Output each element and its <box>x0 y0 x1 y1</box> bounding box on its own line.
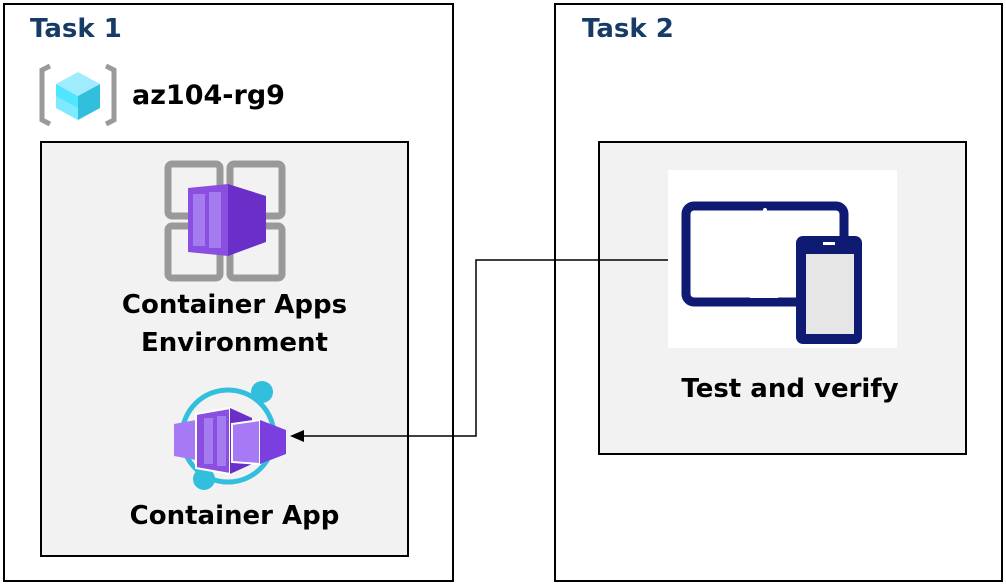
task1-panel <box>3 3 454 582</box>
task2-title: Task 2 <box>582 14 674 44</box>
task2-panel <box>554 3 1003 582</box>
arrowhead-icon <box>290 430 304 442</box>
resource-group-icon <box>39 63 117 127</box>
environment-label: Container Apps Environment <box>40 286 429 362</box>
container-app-icon <box>174 381 286 490</box>
device-image <box>668 170 897 348</box>
environment-label-line2: Environment <box>141 328 328 358</box>
task1-title: Task 1 <box>30 14 122 44</box>
environment-label-line1: Container Apps <box>121 290 348 320</box>
test-label: Test and verify <box>681 374 899 404</box>
resource-group-name: az104-rg9 <box>132 80 285 111</box>
container-apps-environment-icon <box>164 160 286 282</box>
container-app-label: Container App <box>129 501 340 531</box>
devices-icon <box>681 201 862 344</box>
